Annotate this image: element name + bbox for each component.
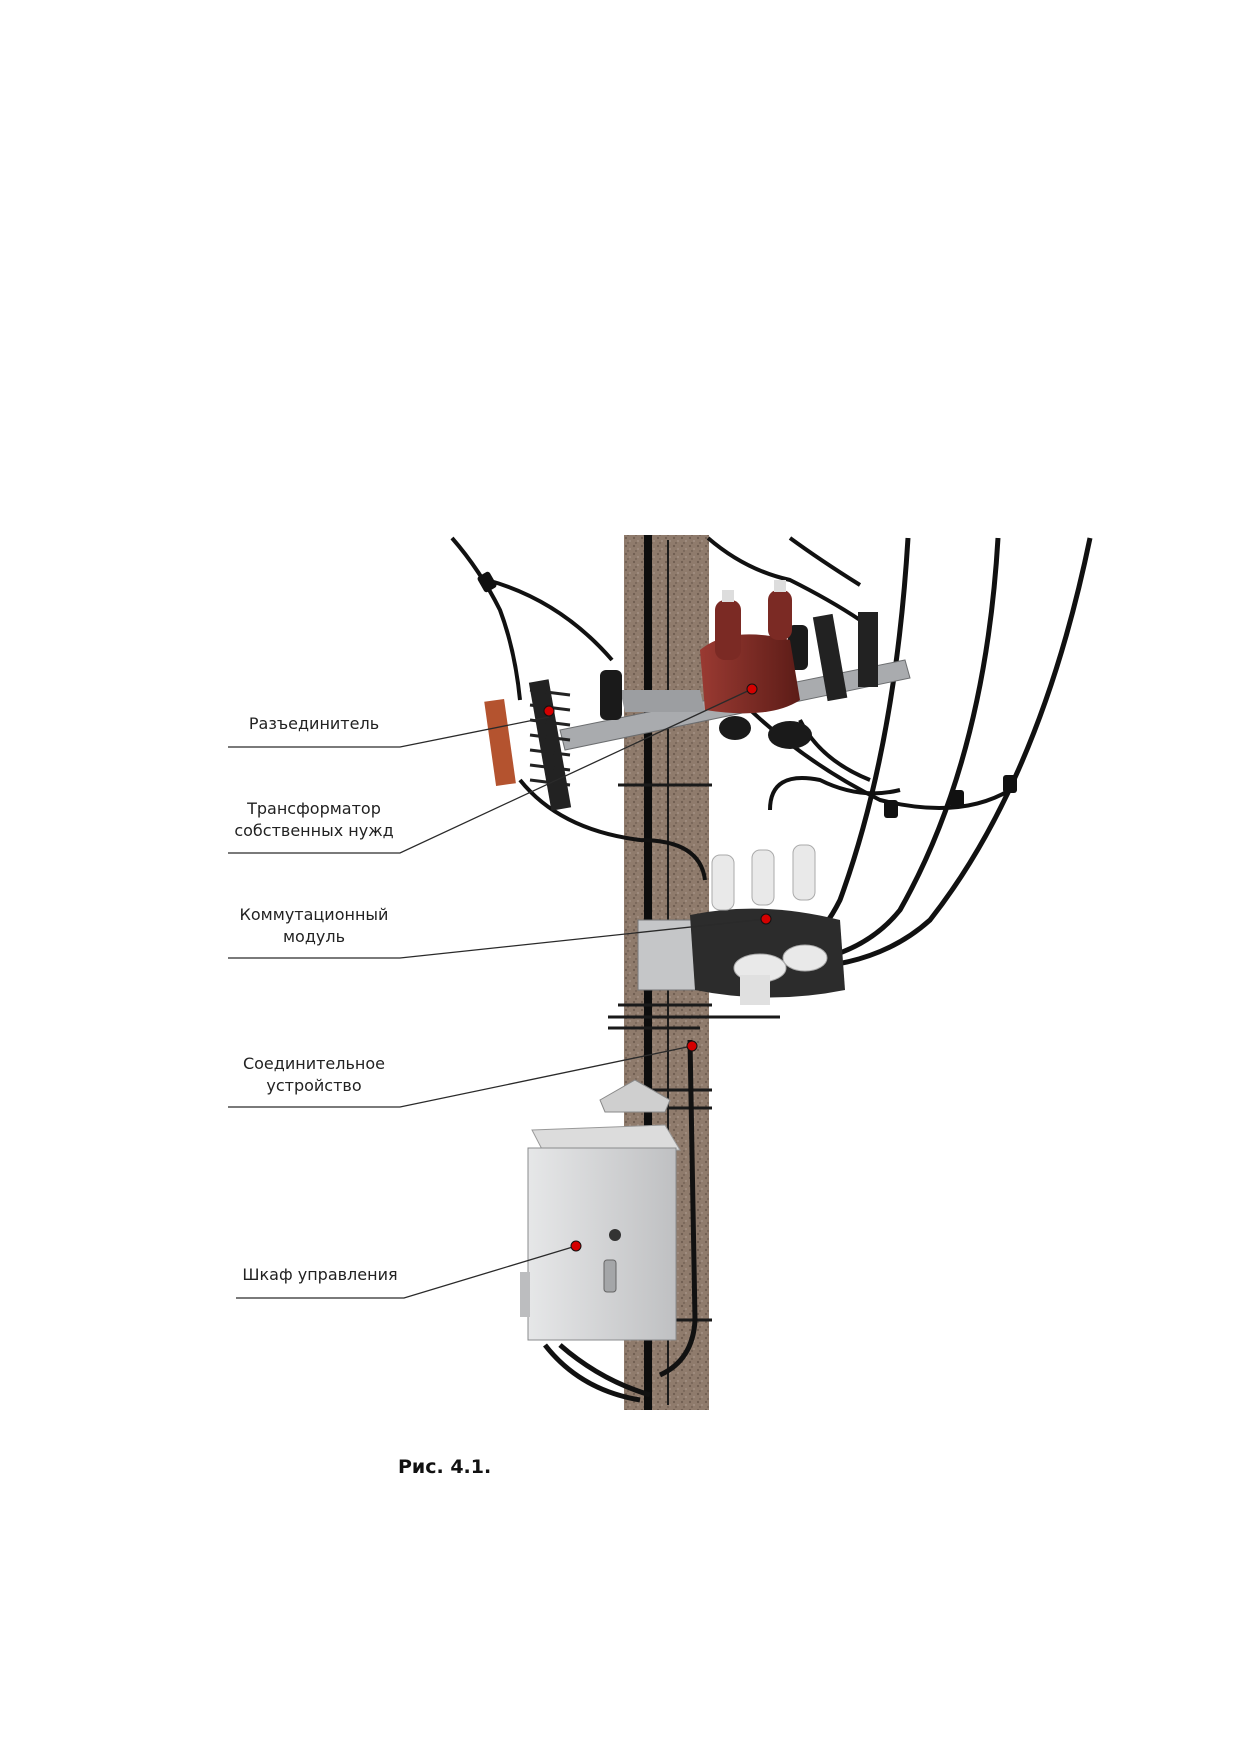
label-transformer-line1: Трансформатор	[247, 799, 381, 818]
figure-caption: Рис. 4.1.	[398, 1456, 492, 1478]
marker-disconnector	[543, 705, 555, 717]
marker-switching-module	[760, 913, 772, 925]
marker-cabinet	[570, 1240, 582, 1252]
label-disconnector-text: Разъединитель	[248, 714, 380, 733]
auxiliary-transformer	[700, 580, 800, 714]
label-switching-module: Коммутационный модуль	[228, 904, 400, 948]
label-transformer: Трансформатор собственных нужд	[228, 798, 400, 842]
label-disconnector: Разъединитель	[228, 713, 400, 735]
leader-lines	[228, 688, 767, 1299]
point-markers	[543, 683, 772, 1252]
marker-connector	[686, 1040, 698, 1052]
control-cabinet	[520, 1079, 681, 1403]
switching-module	[637, 844, 845, 1005]
cable-clamps	[477, 571, 1017, 818]
label-switching-line2: модуль	[282, 927, 346, 946]
label-cabinet-text: Шкаф управления	[242, 1265, 398, 1284]
label-connector-line1: Соединительное	[242, 1054, 386, 1073]
label-connector: Соединительное устройство	[228, 1053, 400, 1097]
connecting-cable	[658, 1039, 698, 1378]
label-switching-line1: Коммутационный	[239, 905, 389, 924]
label-cabinet: Шкаф управления	[236, 1264, 404, 1286]
label-connector-line2: устройство	[266, 1076, 362, 1095]
marker-transformer	[746, 683, 758, 695]
label-transformer-line2: собственных нужд	[234, 821, 394, 840]
